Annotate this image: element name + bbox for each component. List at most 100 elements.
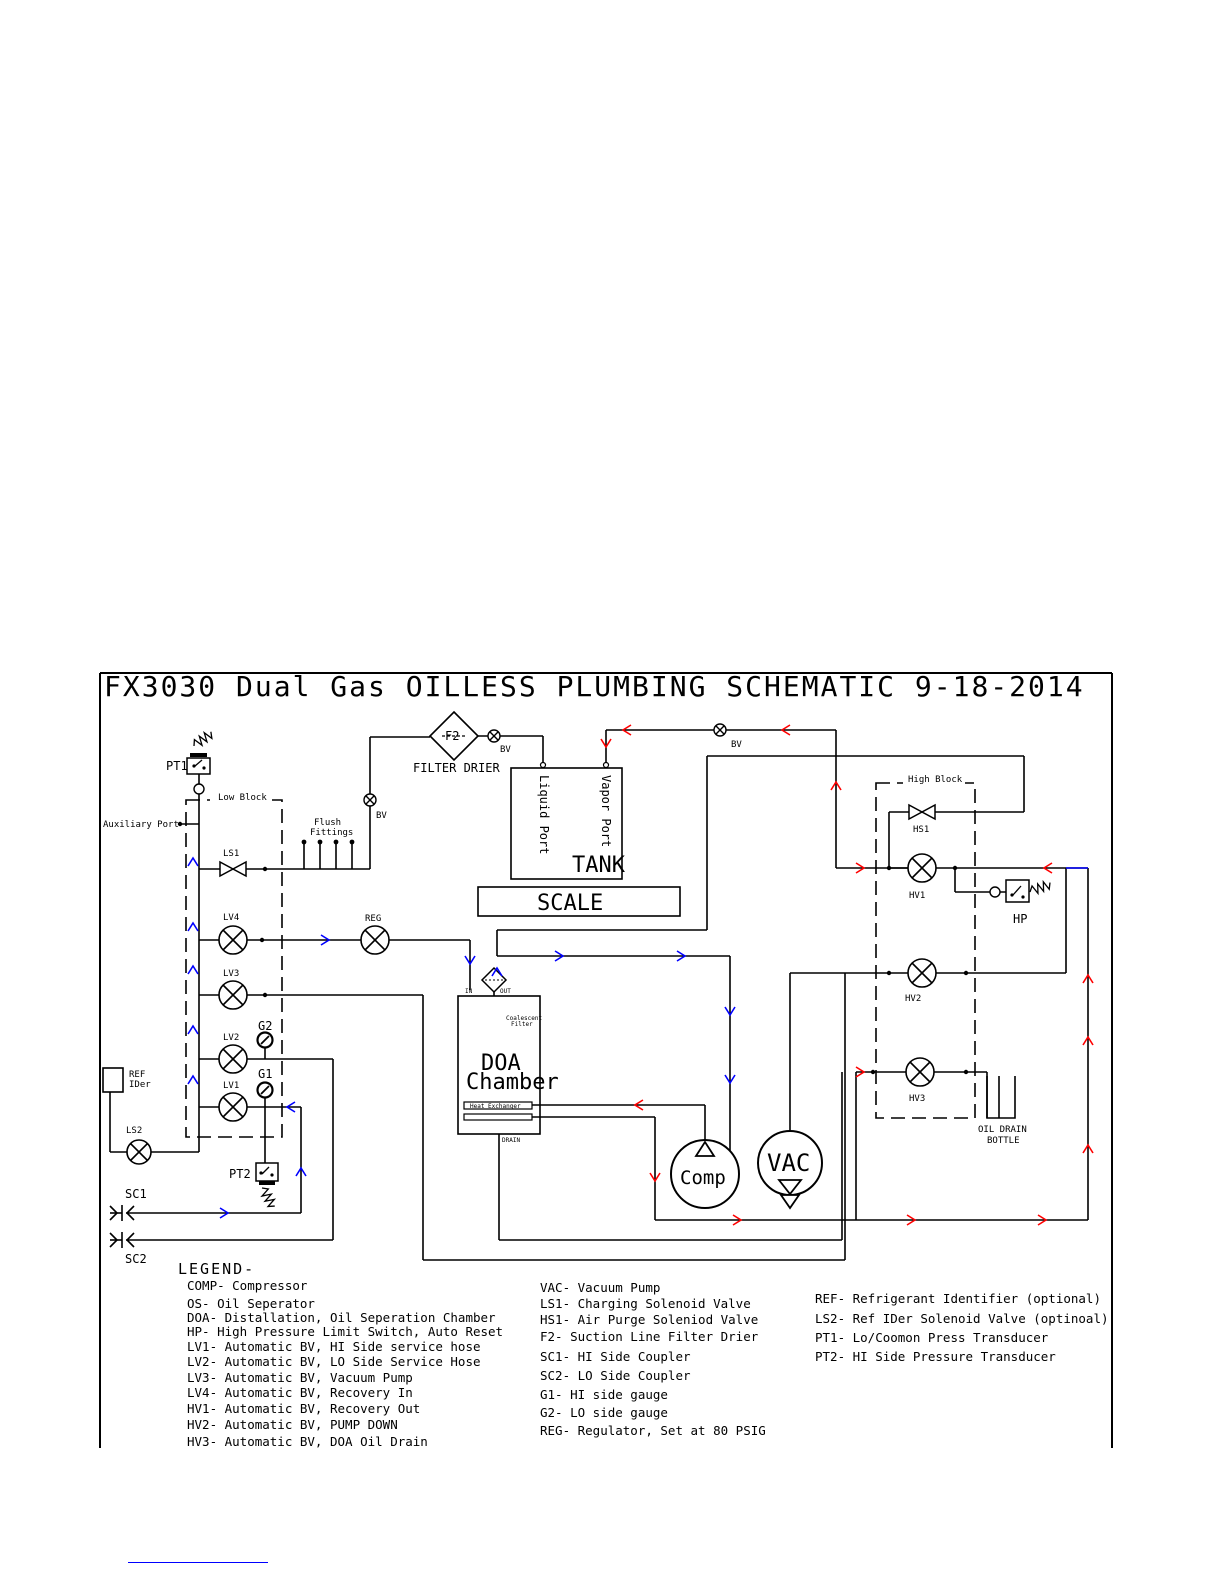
- pt1-label: PT1: [166, 759, 188, 773]
- oil-drain-label-1: OIL DRAIN: [978, 1125, 1027, 1135]
- pt2-transducer: [255, 1162, 279, 1210]
- g2-label: G2: [258, 1019, 272, 1033]
- heat-exchanger-label: Heat Exchanger: [470, 1103, 521, 1110]
- auxiliary-port-label: Auxiliary Port: [103, 820, 179, 830]
- legend-item: PT2- HI Side Pressure Transducer: [815, 1349, 1056, 1364]
- flush-label-2: Fittings: [310, 828, 353, 838]
- legend-item: LS1- Charging Solenoid Valve: [540, 1296, 751, 1311]
- legend-item: REF- Refrigerant Identifier (optional): [815, 1291, 1101, 1306]
- ls1-label: LS1: [223, 849, 239, 859]
- tank-label: TANK: [572, 853, 626, 878]
- legend-item: LV2- Automatic BV, LO Side Service Hose: [187, 1354, 481, 1369]
- f2-filter-drier: [428, 710, 480, 762]
- ls1-valve-icon: [219, 861, 247, 877]
- ls2-valve-icon: [126, 1139, 152, 1165]
- legend-col2: VAC- Vacuum Pump LS1- Charging Solenoid …: [540, 1280, 766, 1438]
- legend-item: SC2- LO Side Coupler: [540, 1368, 691, 1383]
- high-block-label: High Block: [908, 775, 963, 785]
- scale-label: SCALE: [537, 891, 603, 916]
- g1-label: G1: [258, 1067, 272, 1081]
- g2-gauge-icon: [256, 1031, 274, 1049]
- scale: [477, 886, 681, 917]
- reg-regulator-icon: [360, 925, 390, 955]
- g1-gauge-icon: [256, 1081, 274, 1099]
- oil-drain-bottle: [986, 1076, 1016, 1119]
- lv2-label: LV2: [223, 1033, 239, 1043]
- bv-label-left: BV: [376, 811, 387, 821]
- lv3-label: LV3: [223, 969, 239, 979]
- sc1-coupler: [109, 1205, 135, 1221]
- legend-col1: COMP- Compressor OS- Oil Seperator DOA- …: [187, 1278, 503, 1449]
- legend-title: LEGEND-: [178, 1260, 255, 1278]
- doa-out-label: OUT: [500, 988, 511, 995]
- legend-col3: REF- Refrigerant Identifier (optional) L…: [815, 1291, 1109, 1364]
- legend-item: HV1- Automatic BV, Recovery Out: [187, 1401, 420, 1416]
- filter-drier-label: FILTER DRIER: [413, 761, 500, 775]
- schematic-title: FX3030 Dual Gas OILLESS PLUMBING SCHEMAT…: [104, 670, 1085, 703]
- legend-item: DOA- Distallation, Oil Seperation Chambe…: [187, 1310, 496, 1325]
- lv4-label: LV4: [223, 913, 239, 923]
- pt1-transducer: [186, 728, 215, 795]
- vapor-port-label: Vapor Port: [599, 775, 613, 847]
- coalescent-label-2: Filter: [511, 1021, 533, 1028]
- legend-item: VAC- Vacuum Pump: [540, 1280, 660, 1295]
- reg-label: REG: [365, 914, 381, 924]
- vac-label: VAC: [767, 1149, 810, 1177]
- oil-drain-label-2: BOTTLE: [987, 1136, 1020, 1146]
- coalescent-label-1: Coalescent: [506, 1015, 543, 1022]
- bv-label-filter: BV: [500, 745, 511, 755]
- hs1-label: HS1: [913, 825, 929, 835]
- legend-item: HV2- Automatic BV, PUMP DOWN: [187, 1417, 398, 1432]
- ref-label-2: IDer: [129, 1080, 151, 1090]
- lv4-valve-icon: [218, 925, 248, 955]
- lv1-label: LV1: [223, 1081, 239, 1091]
- legend-item: COMP- Compressor: [187, 1278, 308, 1293]
- legend-item: HS1- Air Purge Soleniod Valve: [540, 1312, 758, 1327]
- legend-item: PT1- Lo/Coomon Press Transducer: [815, 1330, 1049, 1345]
- bv-icon-left: [363, 793, 377, 807]
- legend-item: LV1- Automatic BV, HI Side service hose: [187, 1339, 481, 1354]
- legend-item: SC1- HI Side Coupler: [540, 1349, 691, 1364]
- lv3-valve-icon: [218, 980, 248, 1010]
- sc2-coupler: [109, 1232, 135, 1248]
- hs1-valve-icon: [908, 804, 936, 820]
- legend-item: LV3- Automatic BV, Vacuum Pump: [187, 1370, 413, 1385]
- bv-icon-filter: [487, 729, 501, 743]
- comp-label: Comp: [680, 1167, 726, 1189]
- drain-label: DRAIN: [502, 1137, 520, 1144]
- flush-fittings: [301, 839, 355, 869]
- doa-in-label: IN: [465, 988, 473, 995]
- compressor: [670, 1139, 740, 1209]
- sc2-label: SC2: [125, 1252, 147, 1266]
- legend-item: HV3- Automatic BV, DOA Oil Drain: [187, 1434, 428, 1449]
- ref-ider-box: [102, 1067, 124, 1093]
- legend-item: G2- LO side gauge: [540, 1405, 668, 1420]
- lv2-valve-icon: [218, 1044, 248, 1074]
- bv-label-vapor: BV: [731, 740, 742, 750]
- hv3-valve-icon: [905, 1057, 935, 1087]
- legend-item: LS2- Ref IDer Solenoid Valve (optinoal): [815, 1311, 1109, 1326]
- legend-item: LV4- Automatic BV, Recovery In: [187, 1385, 413, 1400]
- legend-item: REG- Regulator, Set at 80 PSIG: [540, 1423, 766, 1438]
- low-block-label: Low Block: [218, 793, 267, 803]
- hv1-valve-icon: [907, 853, 937, 883]
- ls2-label: LS2: [126, 1126, 142, 1136]
- doa-label-2: Chamber: [466, 1070, 559, 1095]
- f2-label: F2: [445, 729, 459, 743]
- lv1-valve-icon: [218, 1092, 248, 1122]
- hv3-label: HV3: [909, 1094, 925, 1104]
- flush-label-1: Flush: [314, 818, 341, 828]
- hp-pressure-switch: [1000, 879, 1053, 903]
- pt2-label: PT2: [229, 1167, 251, 1181]
- hp-label: HP: [1013, 912, 1027, 926]
- ref-label-1: REF: [129, 1070, 145, 1080]
- hv1-label: HV1: [909, 891, 925, 901]
- legend-item: HP- High Pressure Limit Switch, Auto Res…: [187, 1324, 503, 1339]
- footer-link-underline: [128, 1562, 268, 1563]
- legend-item: G1- HI side gauge: [540, 1387, 668, 1402]
- hv2-valve-icon: [907, 958, 937, 988]
- sc1-label: SC1: [125, 1187, 147, 1201]
- flow-arrows-red: [600, 724, 1094, 1226]
- legend-item: F2- Suction Line Filter Drier: [540, 1329, 759, 1344]
